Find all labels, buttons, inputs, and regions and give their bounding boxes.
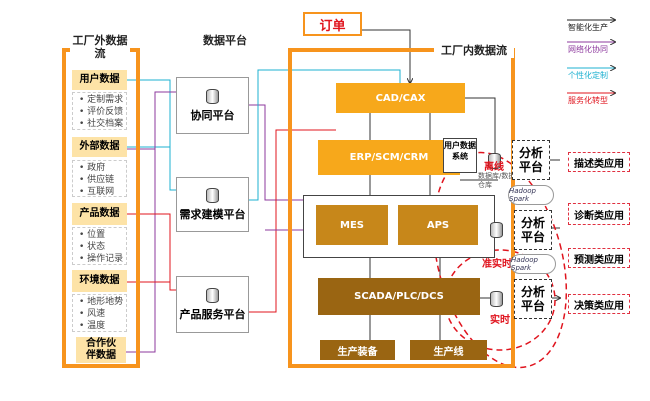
app-diagnostic: 诊断类应用 [568,203,630,225]
mode-near-realtime: 准实时 [482,259,512,270]
database-icon [490,291,503,307]
red-line [127,213,176,291]
legend-smart-production: 智能化生产 [568,23,608,32]
demand-modeling-platform: 需求建模平台 [176,177,249,232]
internal-title: 工厂内数据流 [434,42,514,58]
analysis-platform: 分析平台 [514,279,552,319]
cad-cax-box: CAD/CAX [336,83,465,113]
app-descriptive: 描述类应用 [568,152,630,172]
database-icon [490,222,503,238]
production-line-box: 生产线 [410,340,487,360]
hadoop-spark-cloud: Hadoop Spark [508,185,554,205]
legend-arrows [567,20,615,93]
source-list: 地形地势风速温度 [72,294,127,332]
database-icon [488,153,501,169]
legend-service-transformation: 服务化转型 [568,96,608,105]
order-box: 订单 [303,12,362,36]
source-user-data: 用户数据 [72,70,127,90]
external-title: 工厂外数据流 [70,34,130,60]
source-list: 位置状态操作记录 [72,227,127,265]
database-icon [206,187,219,203]
source-list: 定制需求评价反馈社交档案 [72,92,127,130]
mode-offline: 离线 [484,162,504,173]
cyan-line [127,79,176,191]
db-caption: 数据库/数据仓库 [478,172,516,189]
mode-realtime: 实时 [490,315,510,326]
user-data-system: 用户数据系统 [443,138,477,173]
collaboration-platform: 协同平台 [176,77,249,134]
hadoop-spark-cloud: Hadoop Spark [510,254,556,274]
analysis-platform: 分析平台 [514,210,552,250]
mes-box: MES [316,205,388,245]
source-product-data: 产品数据 [72,203,127,225]
erp-scm-crm-box: ERP/SCM/CRM [318,140,460,175]
database-icon [206,287,219,303]
app-decision: 决策类应用 [568,294,630,314]
internal-bracket [288,48,515,368]
source-partner-data: 合作伙伴数据 [76,337,126,363]
database-icon [206,88,219,104]
analysis-platform: 分析平台 [512,140,550,180]
app-predictive: 预测类应用 [568,248,630,268]
product-service-platform: 产品服务平台 [176,276,249,333]
legend-network-collaboration: 网络化协同 [568,45,608,54]
platform-title: 数据平台 [203,34,247,47]
production-equipment-box: 生产装备 [320,340,395,360]
scada-plc-dcs-box: SCADA/PLC/DCS [318,278,480,315]
source-list: 政府供应链互联网 [72,160,127,197]
source-external-data: 外部数据 [72,137,127,157]
aps-box: APS [398,205,478,245]
source-environment-data: 环境数据 [72,270,127,292]
legend-personalized-customization: 个性化定制 [568,71,608,80]
